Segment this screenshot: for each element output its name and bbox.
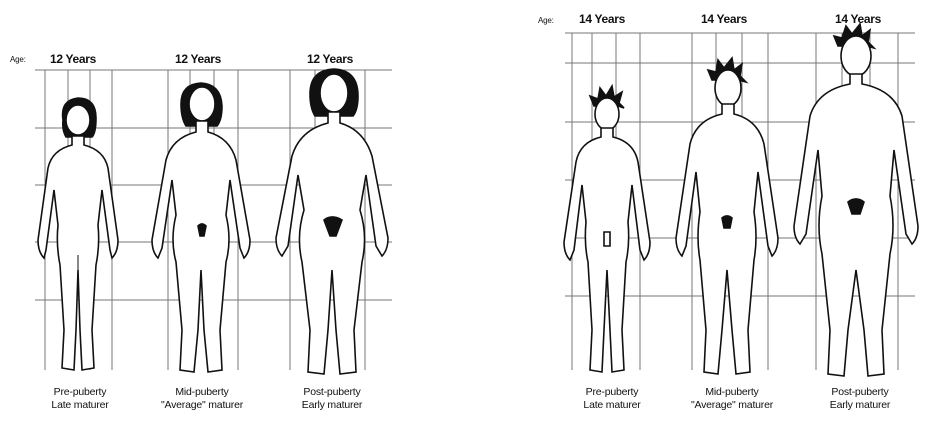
female-figure-midpuberty [152,83,250,372]
caption-stage: Post-puberty [830,386,890,399]
male-caption-2: Mid-puberty "Average" maturer [691,386,773,412]
female-caption-3: Post-puberty Early maturer [302,386,362,412]
caption-maturer: Early maturer [830,399,890,412]
male-figure-midpuberty [676,58,778,374]
male-figure-postpuberty [794,24,918,376]
female-caption-2: Mid-puberty "Average" maturer [161,386,243,412]
caption-stage: Mid-puberty [161,386,243,399]
female-figure-postpuberty [276,69,388,374]
male-grid-and-figures [520,0,925,427]
caption-maturer: Early maturer [302,399,362,412]
female-caption-1: Pre-puberty Late maturer [51,386,108,412]
female-age-label: Age: [10,55,26,64]
female-age-3: 12 Years [307,52,353,66]
male-panel: Age: 14 Years 14 Years 14 Years Pre-pube… [520,0,925,427]
male-age-2: 14 Years [701,12,747,26]
female-age-2: 12 Years [175,52,221,66]
female-age-1: 12 Years [50,52,96,66]
caption-stage: Pre-puberty [51,386,108,399]
male-age-3: 14 Years [835,12,881,26]
male-figure-prepuberty [564,86,650,372]
male-caption-3: Post-puberty Early maturer [830,386,890,412]
caption-stage: Post-puberty [302,386,362,399]
male-age-label: Age: [538,16,554,25]
caption-stage: Mid-puberty [691,386,773,399]
caption-maturer: Late maturer [583,399,640,412]
female-figure-prepuberty [38,98,118,370]
caption-maturer: "Average" maturer [161,399,243,412]
caption-maturer: "Average" maturer [691,399,773,412]
male-caption-1: Pre-puberty Late maturer [583,386,640,412]
caption-maturer: Late maturer [51,399,108,412]
caption-stage: Pre-puberty [583,386,640,399]
female-panel: Age: 12 Years 12 Years 12 Years Pre-pube… [0,0,420,427]
male-age-1: 14 Years [579,12,625,26]
